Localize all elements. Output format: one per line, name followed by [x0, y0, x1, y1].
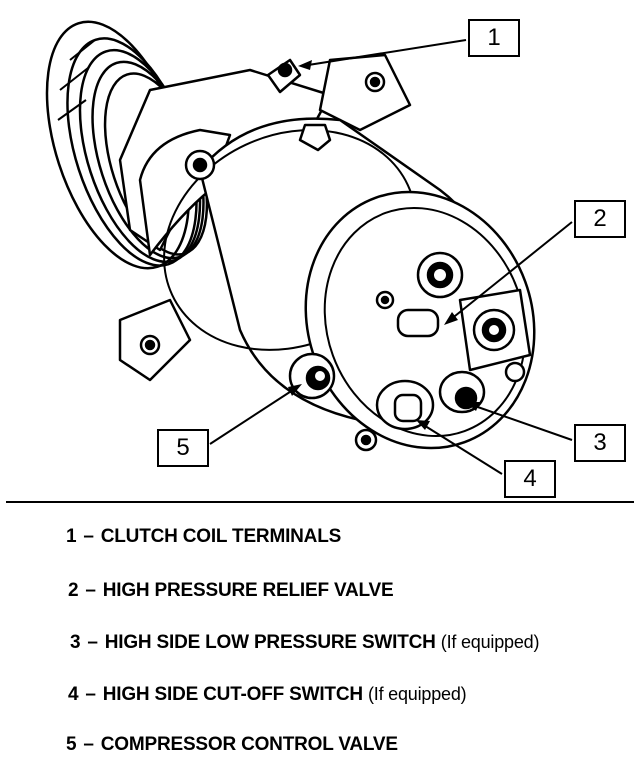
callout-5: 5	[157, 429, 209, 467]
legend-item-2: 2–HIGH PRESSURE RELIEF VALVE	[68, 580, 394, 602]
legend-dash: –	[87, 632, 98, 653]
legend-item-3: 3–HIGH SIDE LOW PRESSURE SWITCH (If equi…	[70, 632, 539, 654]
callout-3: 3	[574, 424, 626, 462]
legend-dash: –	[85, 684, 96, 705]
legend-note: (If equipped)	[440, 632, 540, 652]
rear-head	[288, 190, 536, 452]
legend-number: 5	[66, 734, 77, 755]
legend-item-5: 5–COMPRESSOR CONTROL VALVE	[66, 734, 398, 756]
leader-lines	[209, 39, 573, 475]
legend-number: 4	[68, 684, 79, 705]
legend-label: CLUTCH COIL TERMINALS	[100, 526, 342, 547]
legend-divider	[6, 501, 634, 503]
legend-dash: –	[85, 580, 96, 601]
callout-2: 2	[574, 200, 626, 238]
legend-dash: –	[83, 526, 94, 547]
legend-number: 2	[68, 580, 79, 601]
mounting-ear-top	[318, 53, 412, 132]
legend-note: (If equipped)	[367, 684, 467, 704]
callout-4: 4	[504, 460, 556, 498]
legend-label: HIGH SIDE CUT-OFF SWITCH	[102, 684, 363, 705]
legend-item-1: 1–CLUTCH COIL TERMINALS	[66, 526, 341, 548]
compressor-illustration	[45, 20, 573, 475]
legend-number: 3	[70, 632, 81, 653]
legend-item-4: 4–HIGH SIDE CUT-OFF SWITCH (If equipped)	[68, 684, 467, 706]
legend-label: HIGH PRESSURE RELIEF VALVE	[102, 580, 394, 601]
legend-label: COMPRESSOR CONTROL VALVE	[100, 734, 398, 755]
legend-dash: –	[83, 734, 94, 755]
callout-1: 1	[468, 19, 520, 57]
legend-number: 1	[66, 526, 77, 547]
legend-label: HIGH SIDE LOW PRESSURE SWITCH	[104, 632, 436, 653]
